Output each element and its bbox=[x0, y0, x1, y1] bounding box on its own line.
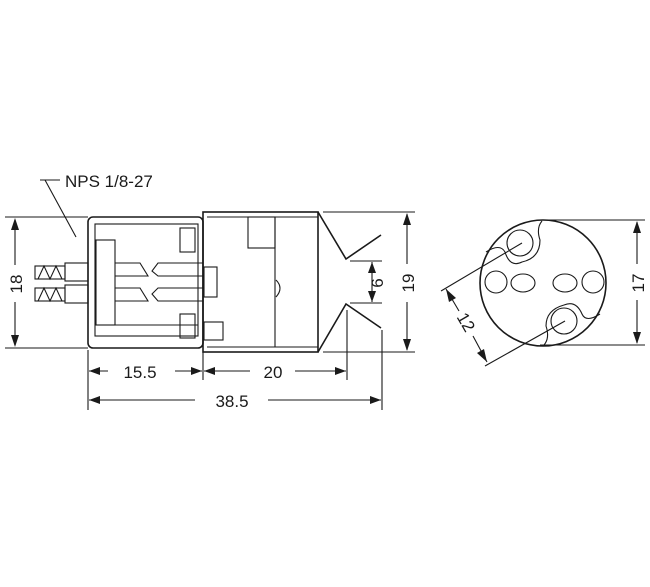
insulator-bar bbox=[95, 239, 116, 326]
dim-6: 6 bbox=[368, 278, 387, 287]
base-outline bbox=[479, 219, 607, 347]
pin-hole-lower bbox=[550, 307, 578, 335]
dim-12: 12 bbox=[453, 309, 479, 335]
side-view: NPS 1/8-27 bbox=[5, 172, 418, 411]
callout-label: NPS 1/8-27 bbox=[65, 172, 153, 191]
clip-housing bbox=[202, 211, 319, 353]
body-housing bbox=[87, 216, 204, 349]
dim-19: 19 bbox=[399, 274, 418, 293]
end-view: 12 17 bbox=[440, 219, 648, 367]
pin-hole-upper bbox=[506, 229, 534, 257]
dim-17: 17 bbox=[629, 274, 648, 293]
dim-15-5: 15.5 bbox=[123, 363, 156, 382]
dim-18: 18 bbox=[7, 275, 26, 294]
upper-clip bbox=[317, 211, 382, 261]
dim-20: 20 bbox=[264, 363, 283, 382]
dim-38-5: 38.5 bbox=[215, 392, 248, 411]
tab bbox=[203, 266, 218, 298]
lower-clip bbox=[317, 302, 382, 353]
contact-dome bbox=[275, 279, 281, 298]
pins bbox=[34, 262, 203, 304]
